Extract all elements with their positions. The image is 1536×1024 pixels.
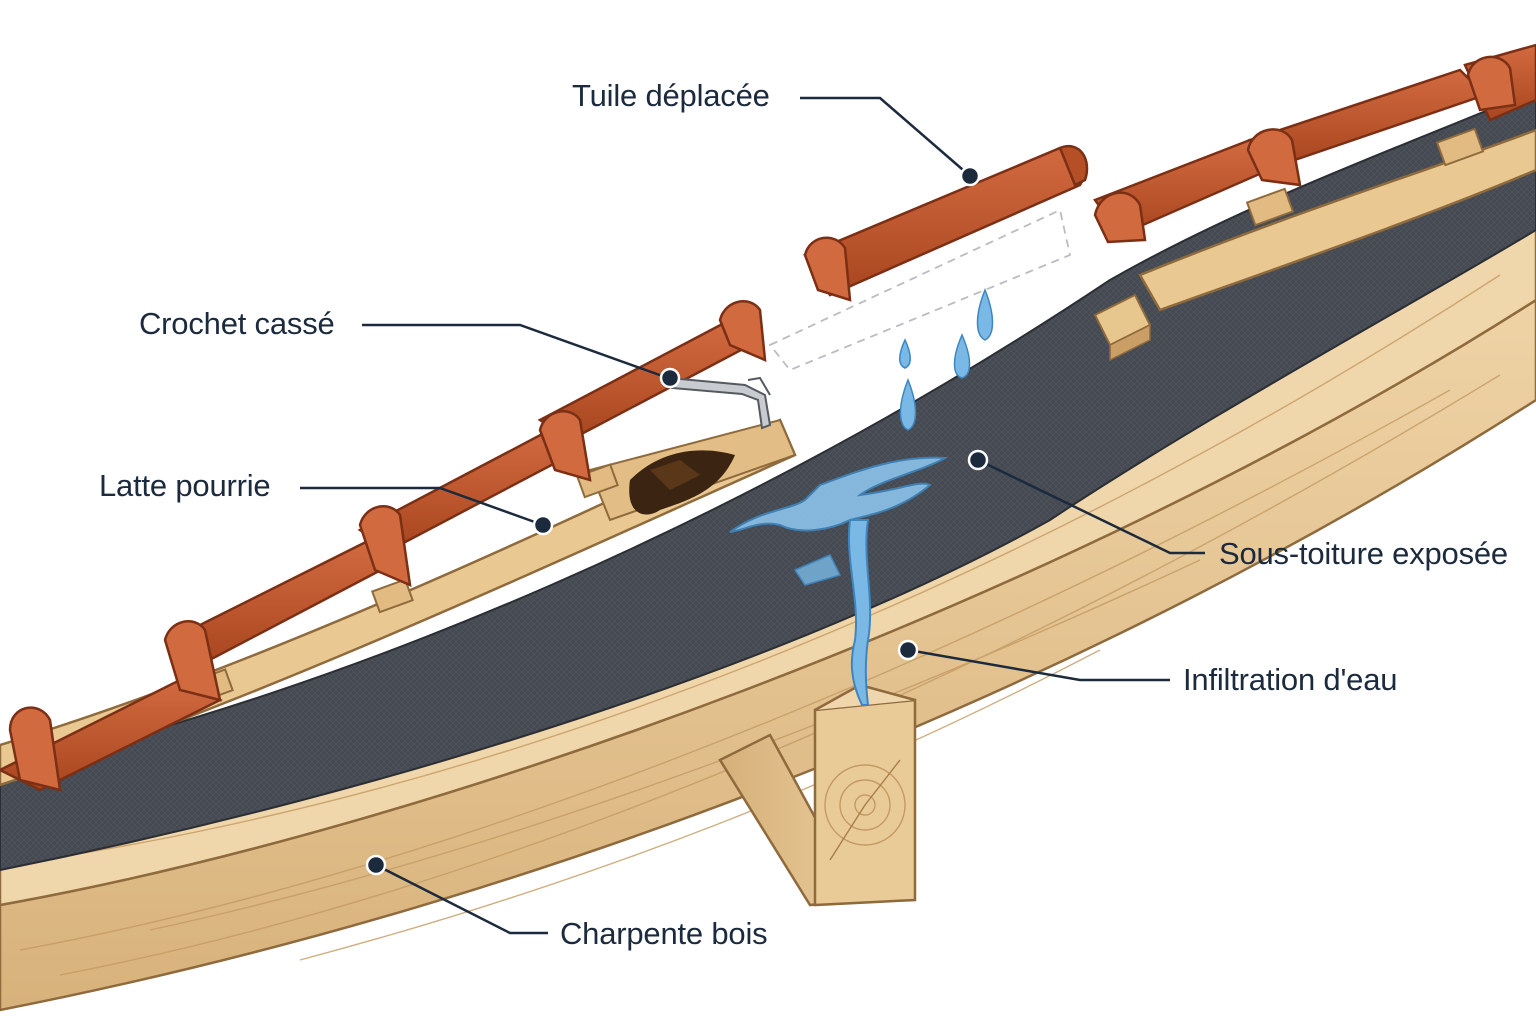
dot-infiltration bbox=[897, 639, 919, 661]
label-crochet-casse: Crochet cassé bbox=[139, 306, 335, 341]
leader-dots bbox=[365, 165, 989, 876]
label-latte-pourrie: Latte pourrie bbox=[99, 468, 271, 503]
displaced-tile bbox=[803, 145, 1089, 302]
dot-latte bbox=[532, 514, 554, 536]
leader-tuile bbox=[800, 96, 971, 177]
batten-block bbox=[1093, 293, 1152, 362]
batten-right bbox=[1138, 128, 1536, 312]
tiles-right bbox=[1093, 43, 1536, 244]
rafter-grain bbox=[19, 274, 1501, 976]
dot-crochet bbox=[659, 367, 681, 389]
water-drops bbox=[899, 287, 994, 431]
label-charpente-bois: Charpente bois bbox=[560, 916, 768, 951]
dot-tuile bbox=[959, 165, 981, 187]
label-tuile-deplacee: Tuile déplacée bbox=[572, 78, 770, 113]
label-infiltration-eau: Infiltration d'eau bbox=[1183, 662, 1398, 697]
leader-latte bbox=[300, 486, 544, 527]
water-flow bbox=[729, 456, 949, 706]
label-sous-toiture-exposee: Sous-toiture exposée bbox=[1219, 536, 1508, 571]
broken-hook bbox=[668, 376, 772, 430]
leader-crochet bbox=[362, 323, 669, 380]
dot-charpente bbox=[365, 854, 387, 876]
leader-charpente bbox=[375, 863, 548, 935]
rotten-batten bbox=[588, 418, 797, 522]
dot-sous-toiture bbox=[967, 449, 989, 471]
tiles-left bbox=[0, 300, 767, 792]
leader-lines bbox=[300, 96, 1205, 935]
leader-sous-toiture bbox=[977, 458, 1205, 555]
leader-infiltration bbox=[907, 648, 1170, 682]
tile-original-outline bbox=[768, 208, 1072, 372]
